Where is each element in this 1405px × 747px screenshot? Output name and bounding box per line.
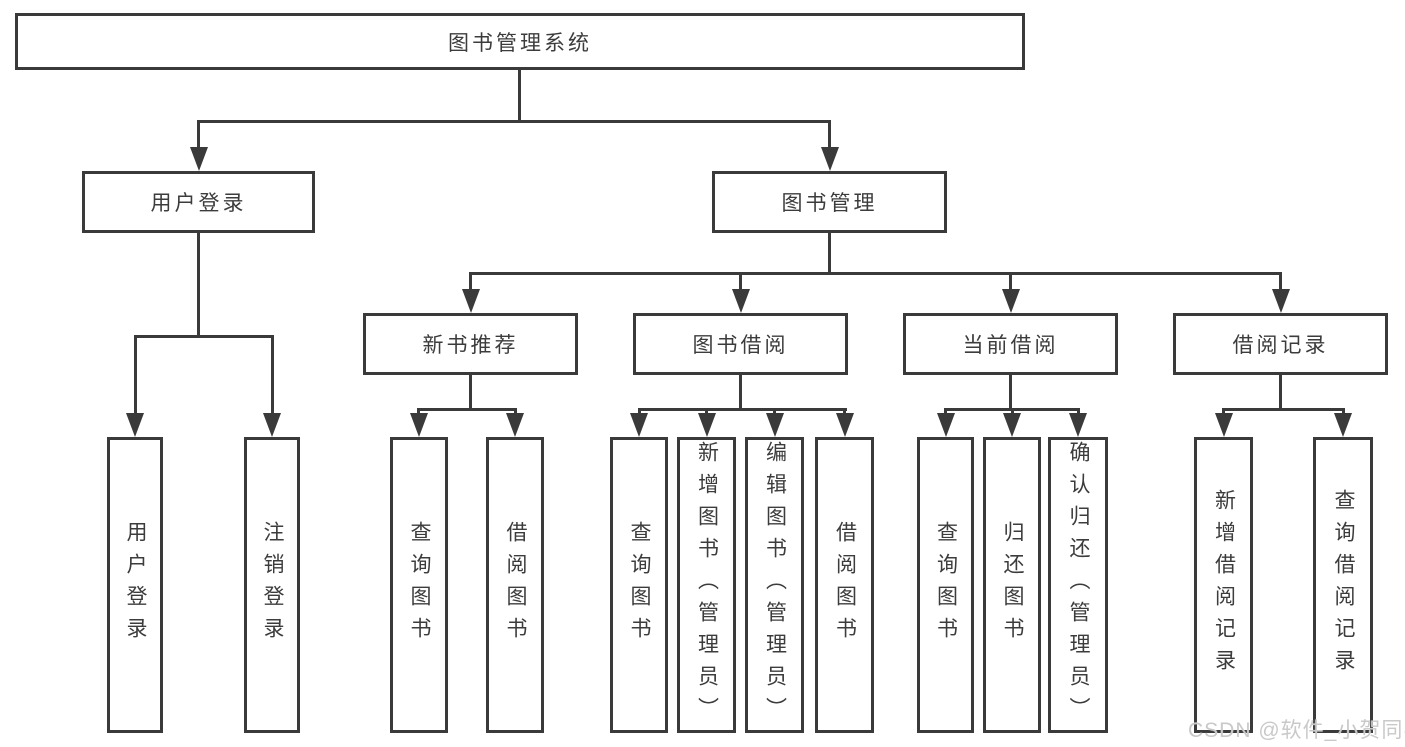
arrow-down-icon <box>1002 289 1020 313</box>
arrow-down-icon <box>698 413 716 437</box>
node-book-management-branch: 图书管理 <box>712 171 947 233</box>
connector <box>1011 408 1014 414</box>
connector <box>417 408 420 414</box>
node-current-borrowing: 当前借阅 <box>903 313 1118 375</box>
arrow-down-icon <box>836 413 854 437</box>
arrow-down-icon <box>1272 289 1290 313</box>
connector <box>134 335 137 413</box>
connector <box>739 375 742 408</box>
connector <box>773 408 776 414</box>
connector <box>271 335 274 413</box>
connector <box>638 408 641 414</box>
connector <box>828 233 831 272</box>
leaf-query-borrow-record: 查询借阅记录 <box>1313 437 1373 733</box>
leaf-query-books-recommend: 查询图书 <box>390 437 448 733</box>
connector <box>1342 408 1345 414</box>
connector <box>1279 375 1282 408</box>
arrow-down-icon <box>732 289 750 313</box>
arrow-down-icon <box>821 147 839 171</box>
connector <box>1077 408 1080 414</box>
connector <box>828 120 831 149</box>
connector <box>134 335 274 338</box>
arrow-down-icon <box>630 413 648 437</box>
connector <box>638 408 847 411</box>
leaf-logout: 注销登录 <box>244 437 300 733</box>
leaf-return-books: 归还图书 <box>983 437 1041 733</box>
node-user-login-branch: 用户登录 <box>82 171 315 233</box>
arrow-down-icon <box>263 413 281 437</box>
connector <box>197 233 200 335</box>
leaf-borrow-books-recommend: 借阅图书 <box>486 437 544 733</box>
connector <box>1009 375 1012 408</box>
connector <box>417 408 517 411</box>
connector <box>514 408 517 414</box>
connector <box>469 272 472 289</box>
arrow-down-icon <box>937 413 955 437</box>
leaf-query-books-current: 查询图书 <box>917 437 974 733</box>
connector <box>518 70 521 120</box>
arrow-down-icon <box>1215 413 1233 437</box>
arrow-down-icon <box>1334 413 1352 437</box>
leaf-query-books-borrowing: 查询图书 <box>610 437 668 733</box>
connector <box>1222 408 1225 414</box>
node-new-book-recommend: 新书推荐 <box>363 313 578 375</box>
leaf-confirm-return-admin: 确认归还（管理员） <box>1048 437 1108 733</box>
leaf-edit-book-admin: 编辑图书（管理员） <box>745 437 804 733</box>
arrow-down-icon <box>410 413 428 437</box>
csdn-watermark: CSDN @软件_小贺同学 <box>1188 719 1405 742</box>
arrow-down-icon <box>190 147 208 171</box>
connector <box>469 272 1282 275</box>
connector <box>1279 272 1282 289</box>
connector <box>1009 272 1012 289</box>
arrow-down-icon <box>126 413 144 437</box>
connector <box>843 408 846 414</box>
leaf-add-borrow-record: 新增借阅记录 <box>1194 437 1253 733</box>
leaf-user-login: 用户登录 <box>107 437 163 733</box>
arrow-down-icon <box>1003 413 1021 437</box>
arrow-down-icon <box>1069 413 1087 437</box>
connector <box>469 375 472 408</box>
leaf-borrow-books: 借阅图书 <box>815 437 874 733</box>
connector <box>739 272 742 289</box>
arrow-down-icon <box>462 289 480 313</box>
connector <box>944 408 947 414</box>
connector <box>197 120 831 123</box>
connector <box>705 408 708 414</box>
arrow-down-icon <box>766 413 784 437</box>
node-book-borrowing: 图书借阅 <box>633 313 848 375</box>
leaf-add-book-admin: 新增图书（管理员） <box>677 437 736 733</box>
connector <box>1222 408 1345 411</box>
node-borrowing-records: 借阅记录 <box>1173 313 1388 375</box>
node-library-management-system: 图书管理系统 <box>15 13 1025 70</box>
connector <box>197 120 200 149</box>
arrow-down-icon <box>506 413 524 437</box>
